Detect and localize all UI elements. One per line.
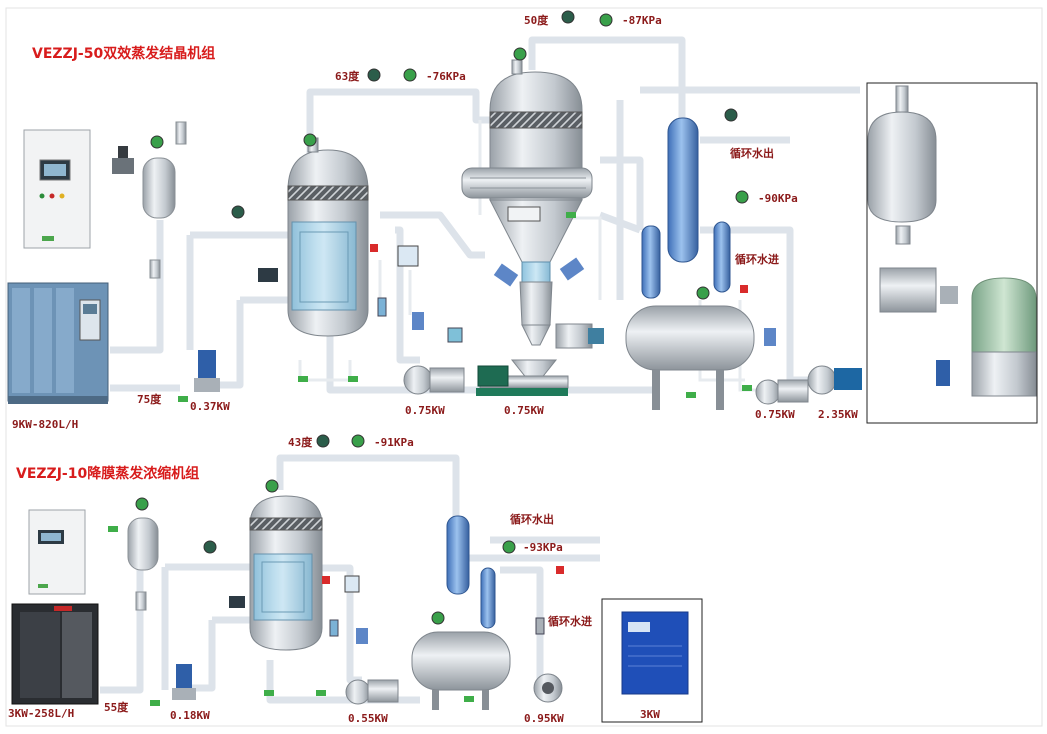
- unit2-effect-pressure: -91KPa: [374, 436, 414, 449]
- unit1-condenser-pressure: -90KPa: [758, 192, 798, 205]
- unit1-screw-conveyor: [476, 359, 569, 396]
- unit1-main-condenser: [667, 117, 699, 263]
- unit1-first-effect-pressure: -76KPa: [426, 70, 466, 83]
- unit2-feed-temp: 55度: [104, 701, 129, 714]
- unit1-salt-separator: [493, 257, 585, 346]
- unit1-mini-centrifuge: [555, 323, 604, 349]
- unit2-transfer-pump: [345, 679, 399, 705]
- unit2-buffer-tank: [127, 517, 159, 611]
- unit2-cooling-water-in: 循环水进: [548, 615, 592, 628]
- unit2-evaporator: [249, 495, 323, 651]
- unit1-feed-pump-power: 0.37KW: [190, 400, 230, 413]
- unit2-feed-pump-power: 0.18KW: [170, 709, 210, 722]
- unit1-framed-equipment: [866, 82, 1038, 424]
- unit2-vacuum-pump-power: 0.95KW: [524, 712, 564, 725]
- unit1-title: VEZZJ-50双效蒸发结晶机组: [32, 46, 216, 62]
- unit1-second-effect-pressure: -87KPa: [622, 14, 662, 27]
- unit2-control-cabinet: [28, 509, 86, 595]
- unit2-chiller: [601, 598, 703, 723]
- unit1-aux-condenser-left: [641, 225, 661, 299]
- unit2-condenser-main: [446, 515, 470, 595]
- unit1-heater-label: 9KW-820L/H: [12, 418, 79, 431]
- unit2-heat-pump: [11, 603, 99, 705]
- unit1-transfer-pump: [403, 365, 465, 395]
- unit1-buffer-tank: [142, 121, 187, 279]
- unit2-title: VEZZJ-10降膜蒸发浓缩机组: [16, 466, 200, 482]
- unit2-effect-temp: 43度: [288, 436, 313, 449]
- unit1-first-effect-temp: 63度: [335, 70, 360, 83]
- unit1-feed-temp: 75度: [137, 393, 162, 406]
- unit2-condenser-pressure: -93KPa: [523, 541, 563, 554]
- unit1-second-effect-temp: 50度: [524, 14, 549, 27]
- unit2-vacuum-pump: [533, 673, 563, 703]
- unit1-condensate-pump-power: 0.75KW: [755, 408, 795, 421]
- unit1-steam-generator: [7, 282, 109, 404]
- unit1-cooling-water-in: 循环水进: [735, 253, 779, 266]
- unit1-aux-condenser-right: [713, 221, 731, 293]
- unit1-screw-pump-power: 0.75KW: [504, 404, 544, 417]
- unit1-vacuum-pump: [807, 365, 862, 395]
- diagram-border: [5, 7, 1043, 727]
- unit1-solenoid-valve: [112, 146, 134, 174]
- unit1-condensate-tank: [625, 305, 755, 410]
- unit2-condenser-aux: [480, 567, 496, 629]
- unit1-first-effect-evaporator: [287, 137, 369, 337]
- unit2-feed-pump: [172, 664, 196, 700]
- unit1-piping: [110, 36, 970, 394]
- unit1-control-cabinet: [23, 129, 91, 249]
- unit2-chiller-power: 3KW: [640, 708, 660, 721]
- unit2-condensate-tank: [411, 631, 511, 710]
- unit1-feed-pump: [194, 350, 220, 392]
- unit2-instruments: [108, 434, 564, 706]
- unit1-condensate-pump: [755, 379, 809, 405]
- unit1-second-effect-evaporator: [461, 59, 593, 263]
- unit1-transfer-pump-power: 0.75KW: [405, 404, 445, 417]
- unit2-cooling-water-out: 循环水出: [510, 513, 554, 526]
- unit2-transfer-pump-power: 0.55KW: [348, 712, 388, 725]
- unit2-heater-label: 3KW-258L/H: [8, 707, 75, 720]
- unit1-cooling-water-out: 循环水出: [730, 147, 774, 160]
- unit1-vacuum-pump-power: 2.35KW: [818, 408, 858, 421]
- unit1-instruments: [150, 10, 776, 402]
